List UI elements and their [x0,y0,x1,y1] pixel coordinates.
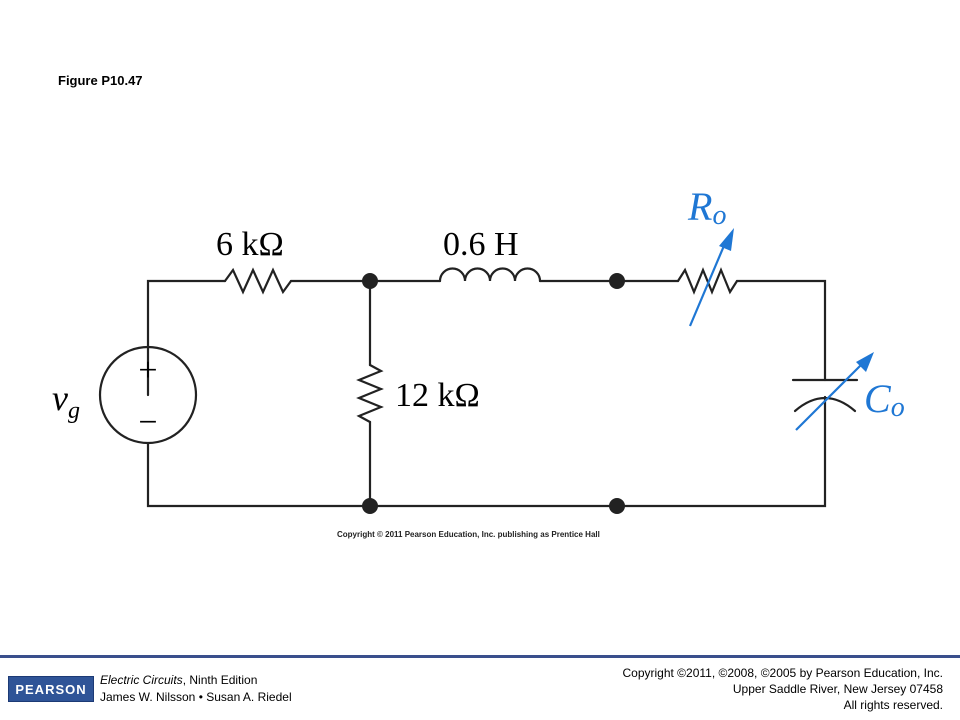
book-info: Electric Circuits, Ninth Edition James W… [100,672,292,706]
label-co-sub: o [891,392,905,423]
rights-line-3: All rights reserved. [843,698,943,712]
pearson-logo: PEARSON [8,676,94,702]
co-variable-arrow [795,361,865,431]
node-top-right [609,273,625,289]
label-ro: Ro [687,184,726,231]
label-0-6h: 0.6 H [443,226,519,263]
rights-line-1: Copyright ©2011, ©2008, ©2005 by Pearson… [622,666,943,680]
book-title: Electric Circuits [100,673,183,687]
book-authors: James W. Nilsson • Susan A. Riedel [100,690,292,704]
label-6k: 6 kΩ [216,226,284,263]
figure-title: Figure P10.47 [58,73,143,88]
top-wire-left [146,279,227,397]
voltage-source [98,345,198,445]
book-title-line: Electric Circuits, Ninth Edition [100,672,292,689]
label-vg: vg [52,378,80,424]
inductor-0-6h [438,267,542,283]
resistor-ro [676,267,739,295]
footer-divider [0,655,960,658]
book-edition: , Ninth Edition [182,673,258,687]
rights-line-2: Upper Saddle River, New Jersey 07458 [732,682,943,696]
node-bottom-left [362,498,378,514]
label-co: Co [864,376,905,423]
node-bottom-right [609,498,625,514]
label-vg-main: v [52,378,68,418]
resistor-6k [223,267,293,295]
label-ro-sub: o [712,200,726,231]
label-co-main: C [864,376,892,421]
figure-copyright: Copyright © 2011 Pearson Education, Inc.… [337,530,600,539]
co-arrowhead-icon [856,352,874,372]
right-wire-bottom [146,395,827,508]
ro-arrowhead-icon [719,228,734,251]
right-wire-top [735,279,827,382]
source-minus-sign: − [138,404,157,441]
resistor-12k [356,363,384,424]
label-12k: 12 kΩ [395,377,480,414]
source-plus-sign: + [138,352,157,389]
label-vg-sub: g [68,398,80,424]
rights-notice: Copyright ©2011, ©2008, ©2005 by Pearson… [622,665,943,713]
node-top-left [362,273,378,289]
ro-variable-arrow [688,240,728,327]
label-ro-main: R [687,184,712,229]
